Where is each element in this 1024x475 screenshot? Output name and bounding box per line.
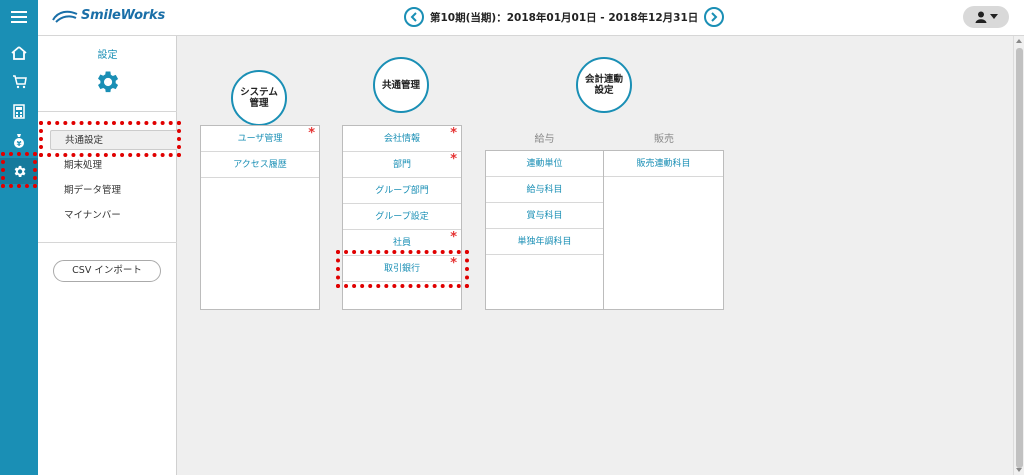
row-label: 会社情報: [383, 134, 420, 144]
row-label: 販売連動科目: [636, 159, 691, 169]
required-mark: *: [450, 230, 457, 245]
system-management-panel: ユーザ管理 * アクセス履歴: [200, 125, 320, 310]
icon-rail: ¥: [0, 0, 38, 475]
calculator-icon[interactable]: [0, 98, 38, 124]
logo-swoosh-icon: [52, 10, 78, 23]
chevron-right-icon: [711, 12, 718, 22]
svg-text:¥: ¥: [17, 140, 22, 148]
common-management-panel: 会社情報 * 部門 * グループ部門 グループ設定 社員 * 取引銀行 *: [342, 125, 462, 310]
list-item-sales-link-account[interactable]: 販売連動科目: [604, 151, 723, 177]
list-item-access-history[interactable]: アクセス履歴: [201, 152, 319, 178]
caret-down-icon: [989, 14, 998, 19]
sidebar-item-year-end[interactable]: 期末処理: [64, 160, 103, 171]
row-label: アクセス履歴: [233, 160, 287, 170]
csv-import-button[interactable]: CSV インポート: [53, 260, 161, 282]
row-label: 賞与科目: [526, 211, 563, 221]
sales-linkage-panel: 販売連動科目: [603, 150, 724, 310]
sidebar-item-period-data[interactable]: 期データ管理: [64, 185, 122, 196]
salary-linkage-panel: 連動単位 給与科目 賞与科目 単独年調科目: [485, 150, 604, 310]
list-item-bonus-account[interactable]: 賞与科目: [486, 203, 603, 229]
row-label: 取引銀行: [383, 264, 420, 274]
common-management-badge: 共通管理: [373, 57, 429, 113]
list-item-user-management[interactable]: ユーザ管理 *: [201, 126, 319, 152]
period-label: 第10期(当期)：2018年01月01日 - 2018年12月31日: [430, 11, 699, 24]
section-title-line: 設定: [594, 85, 614, 96]
vertical-scrollbar[interactable]: [1013, 36, 1024, 475]
prev-period-button[interactable]: [404, 7, 424, 27]
section-title-line: 管理: [249, 98, 269, 109]
list-item-link-unit[interactable]: 連動単位: [486, 151, 603, 177]
section-title: 共通管理: [381, 79, 420, 91]
period-selector: 第10期(当期)：2018年01月01日 - 2018年12月31日: [404, 7, 725, 27]
sidebar-item-my-number[interactable]: マイナンバー: [64, 210, 121, 221]
list-item-group-settings[interactable]: グループ設定: [343, 204, 461, 230]
logo-text: SmileWorks: [81, 8, 165, 23]
sidebar-divider: [38, 111, 177, 112]
row-label: 単独年調科目: [517, 237, 572, 247]
menu-icon[interactable]: [0, 4, 38, 30]
sidebar-divider: [38, 242, 177, 243]
user-menu-button[interactable]: [963, 6, 1009, 28]
required-mark: *: [450, 256, 457, 271]
section-title-line: システム: [240, 87, 278, 98]
row-label: グループ部門: [375, 186, 429, 196]
list-item-year-end-adjust-account[interactable]: 単独年調科目: [486, 229, 603, 255]
chevron-left-icon: [410, 12, 417, 22]
top-header: SmileWorks 第10期(当期)：2018年01月01日 - 2018年1…: [38, 0, 1024, 36]
required-mark: *: [450, 152, 457, 167]
row-label: 部門: [392, 160, 411, 170]
row-label: 社員: [392, 238, 411, 248]
required-mark: *: [308, 126, 315, 141]
system-management-badge: システム 管理: [231, 70, 287, 126]
list-item-salary-account[interactable]: 給与科目: [486, 177, 603, 203]
row-label: 連動単位: [526, 159, 563, 169]
required-mark: *: [450, 126, 457, 141]
list-item-employee[interactable]: 社員 *: [343, 230, 461, 256]
sales-column-header: 販売: [654, 134, 674, 145]
list-item-group-department[interactable]: グループ部門: [343, 178, 461, 204]
settings-gear-icon: [93, 68, 121, 99]
scrollbar-thumb[interactable]: [1016, 48, 1023, 468]
next-period-button[interactable]: [704, 7, 725, 27]
accounting-linkage-badge: 会計連動 設定: [576, 57, 632, 113]
settings-sidebar: 設定 共通設定 期末処理 期データ管理 マイナンバー CSV インポート: [38, 36, 177, 475]
home-icon[interactable]: [0, 40, 38, 66]
sidebar-item-common-settings[interactable]: 共通設定: [50, 130, 177, 150]
section-title-line: 会計連動: [584, 74, 623, 85]
scroll-down-arrow-icon[interactable]: [1016, 468, 1022, 472]
row-label: 給与科目: [526, 185, 563, 195]
app-logo[interactable]: SmileWorks: [52, 8, 165, 23]
list-item-bank[interactable]: 取引銀行 *: [343, 256, 461, 282]
money-bag-icon[interactable]: ¥: [0, 127, 38, 153]
row-label: グループ設定: [375, 212, 429, 222]
user-icon: [975, 11, 986, 23]
gear-icon[interactable]: [0, 158, 38, 184]
list-item-department[interactable]: 部門 *: [343, 152, 461, 178]
row-label: ユーザ管理: [237, 134, 283, 144]
salary-column-header: 給与: [534, 134, 555, 145]
scroll-up-arrow-icon[interactable]: [1016, 39, 1022, 43]
cart-icon[interactable]: [0, 69, 38, 95]
sidebar-title: 設定: [97, 50, 118, 61]
list-item-company-info[interactable]: 会社情報 *: [343, 126, 461, 152]
